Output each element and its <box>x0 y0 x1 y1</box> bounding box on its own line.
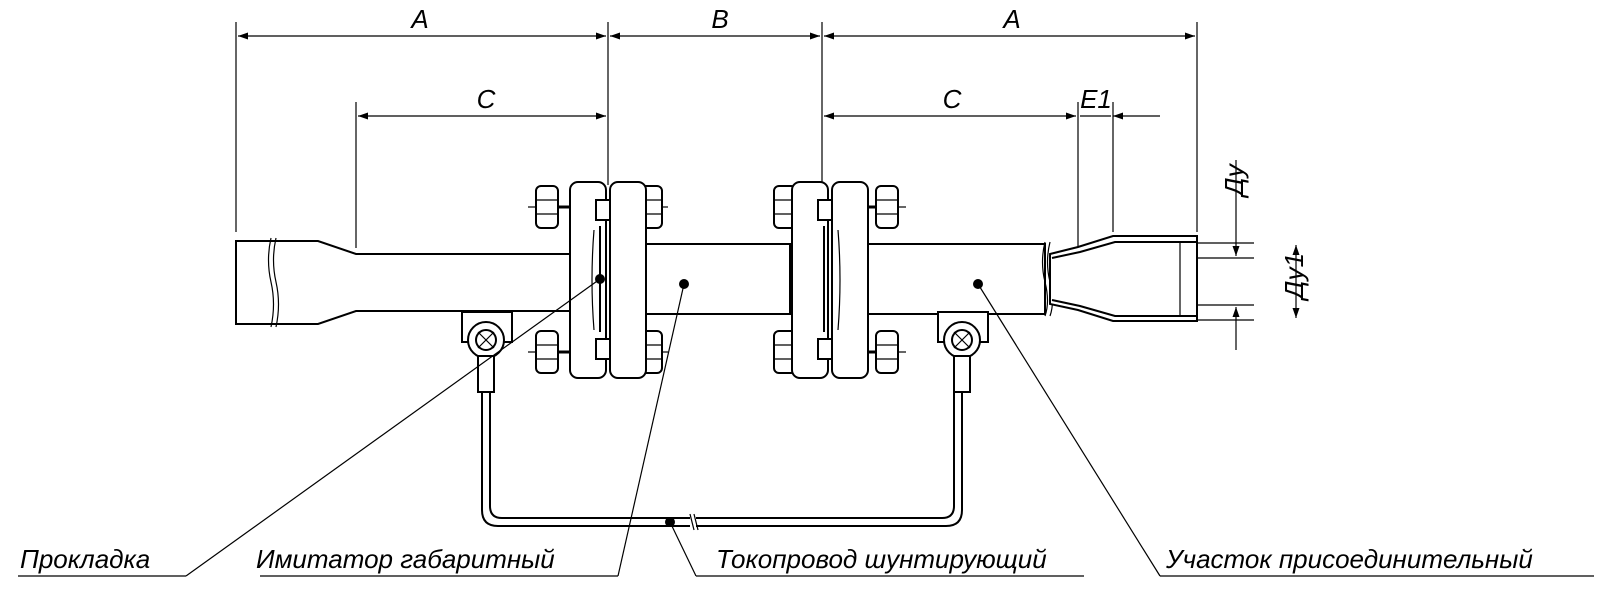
dim-label-e1: E1 <box>1080 84 1112 114</box>
dim-label-a-right: A <box>1001 4 1020 34</box>
dim-label-b: B <box>711 4 728 34</box>
leader-lines <box>18 274 1594 577</box>
right-connection-section <box>859 235 1198 322</box>
dim-label-c-right: C <box>943 84 962 114</box>
label-connection-section: Участок присоединительный <box>1165 544 1533 574</box>
dim-label-c-left: C <box>477 84 496 114</box>
left-flange-pair <box>528 181 668 379</box>
dim-label-du1: Ду1 <box>1279 253 1309 302</box>
dimensional-simulator <box>639 243 791 315</box>
label-shunt-conductor: Токопровод шунтирующий <box>716 544 1047 574</box>
dim-label-a-left: A <box>409 4 428 34</box>
left-connection-section <box>235 237 571 328</box>
right-flange-pair <box>773 181 906 379</box>
dim-label-du: Ду <box>1219 162 1249 199</box>
shunt-conductor <box>461 311 989 531</box>
label-gasket: Прокладка <box>20 544 150 574</box>
dimension-lines <box>235 22 1300 350</box>
label-simulator: Имитатор габаритный <box>256 544 555 574</box>
